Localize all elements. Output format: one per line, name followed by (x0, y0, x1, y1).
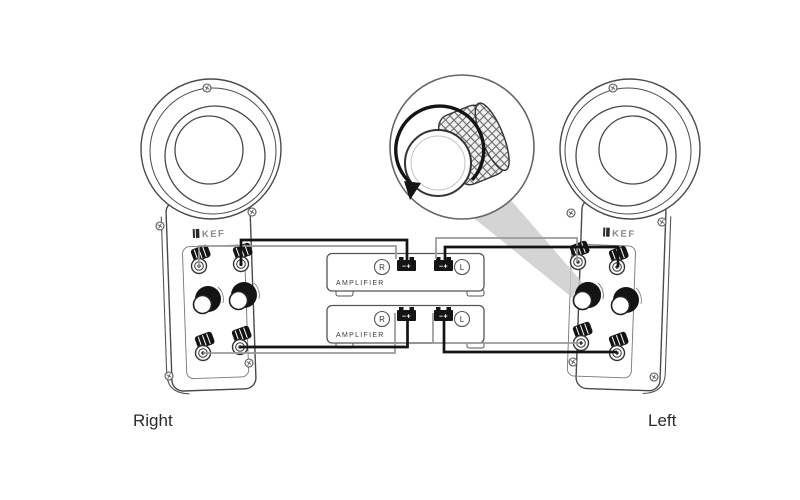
screw-icon (657, 217, 667, 227)
kef-brand-text: KEF (202, 228, 226, 240)
left-speaker-label: Left (648, 411, 677, 430)
left-driver-throat (598, 115, 668, 185)
screw-icon (608, 83, 618, 93)
amp1-right-terminal-marks: −+ (402, 264, 411, 271)
positive-wires (239, 238, 620, 354)
amp2-left-channel-label: L (460, 315, 465, 324)
amp1-left-channel-badge (453, 258, 471, 276)
amp2-right-channel-badge (373, 310, 391, 328)
wire-black-amp1-right (239, 238, 409, 266)
wire-gray-amp2-right (203, 313, 396, 354)
wire-black-amp2-right (240, 321, 409, 349)
left-speaker-terminal-panel (566, 243, 636, 379)
amp2-right-channel-label: R (379, 315, 385, 324)
knob-face-rim (410, 135, 466, 191)
right-speaker-label: Right (133, 411, 173, 430)
right-speaker-panel: KEF (140, 78, 282, 395)
screw-icon (202, 83, 212, 93)
amp1-right-channel-badge (373, 258, 391, 276)
screw-icon (649, 372, 659, 382)
left-driver-flange-rim (564, 87, 692, 215)
kef-logo-mark-icon (603, 227, 610, 237)
screw-icon (566, 208, 576, 218)
screw-icon (155, 221, 165, 231)
screw-icon (247, 207, 257, 217)
right-driver-flange-rim (149, 87, 277, 215)
kef-logo-right: KEF (192, 228, 226, 240)
amplifier-2-label: AMPLIFIER (336, 332, 385, 339)
left-speaker-panel: KEF (559, 78, 701, 395)
amplifier-1-label: AMPLIFIER (336, 280, 385, 287)
wire-black-amp1-left (443, 245, 620, 267)
rotation-arrow-icon (394, 104, 486, 200)
right-driver-throat (174, 115, 244, 185)
amp1-right-channel-label: R (379, 263, 385, 272)
amp2-left-terminal-marks: −+ (439, 314, 448, 321)
kef-brand-text: KEF (612, 228, 636, 240)
amp2-left-channel-badge (453, 310, 471, 328)
amp1-left-channel-label: L (460, 263, 465, 272)
wire-gray-amp1-right (198, 245, 397, 267)
knob-face (404, 129, 472, 197)
callout-beam (470, 183, 594, 308)
screw-icon (568, 357, 578, 367)
left-speaker-cabinet-side (642, 216, 672, 395)
kef-logo-mark-icon (192, 228, 200, 239)
amplifier-1: R −+ −+ L AMPLIFIER (326, 252, 485, 297)
amp1-left-terminal-marks: −+ (439, 264, 448, 271)
wire-gray-amp2-left (432, 313, 580, 344)
amp2-right-terminal-marks: −+ (402, 314, 411, 321)
wire-gray-amp1-left (435, 237, 578, 262)
screw-icon (244, 358, 254, 368)
kef-logo-left: KEF (603, 227, 636, 240)
amplifier-2: R −+ −+ L AMPLIFIER (326, 304, 485, 349)
magnifier-inset (389, 74, 535, 220)
screw-icon (164, 371, 174, 381)
wire-black-amp2-left (442, 321, 617, 354)
negative-wires (198, 237, 580, 354)
